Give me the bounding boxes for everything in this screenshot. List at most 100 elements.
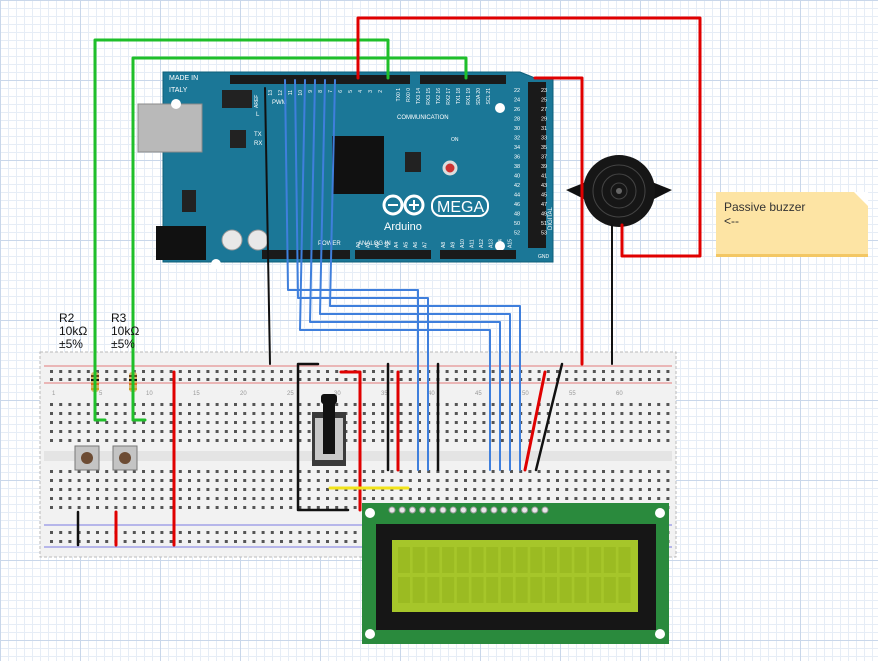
note-title: Passive buzzer [724,200,806,214]
digital-pin-label: 51 [541,221,547,227]
digital-pin-label: 46 [514,202,520,208]
lcd-cell [456,547,469,573]
digital-pin-label: 22 [514,88,520,94]
digital-pin-label: 39 [541,164,547,170]
row-number: 50 [522,391,529,397]
rx-led-label: RX [254,141,262,147]
lcd-cell [589,547,602,573]
power-header [262,250,350,259]
analog-pin-label: A7 [423,242,429,248]
gnd-label: GND [538,254,550,260]
row-number: 15 [193,391,200,397]
regulator [182,190,196,212]
comm-pin-label: TX1 18 [456,88,462,104]
communication-label: COMMUNICATION [397,115,449,121]
pwm-label: PWM [272,100,287,106]
black-wire [534,362,564,472]
blue-wire [284,79,419,471]
lcd-cell [530,577,543,603]
comm-pin-label: RX1 19 [466,88,472,105]
lcd-cell [486,577,499,603]
pwm-pin-label: 12 [278,90,284,96]
on-led-label: ON [451,137,459,143]
pwm-pin-label: 8 [318,90,324,93]
lcd-cell [545,577,557,603]
resistor-r3-label: R3 10kΩ ±5% [111,312,139,351]
digital-pin-label: 23 [541,88,547,94]
analog-pin-label: A11 [470,239,476,248]
lcd-pin [500,506,508,514]
analog-in-label: ANALOG IN [358,241,391,247]
red-wire [533,76,584,366]
row-number: 60 [616,391,623,397]
arduino-logo-icon [382,194,425,216]
analog-pin-label: A8 [441,242,447,248]
digital-pin-label: 49 [541,212,547,218]
aref-label: AREF [254,95,260,108]
lcd-pin [470,506,478,514]
resistor-name: R3 [111,311,127,325]
red-wire [356,16,702,258]
lcd-cell [618,547,631,573]
comm-pin-label: RX3 15 [426,88,432,105]
resistor-tolerance: ±5% [59,337,83,351]
analog-pin-label: A14 [498,239,504,248]
pushbutton[interactable] [74,445,100,471]
usb-port [137,103,203,153]
digital-header [528,82,546,248]
wires [76,16,702,547]
resistor-name: R2 [59,311,75,325]
l-led-label: L [256,112,260,118]
lcd-cell [471,577,484,603]
mount-hole [171,99,181,109]
lcd-pin [531,506,539,514]
reset-button[interactable] [442,160,458,176]
lcd-16x2[interactable] [362,503,669,644]
comm-pin-label: TX2 16 [436,88,442,104]
board-brand-label: Arduino [384,221,422,233]
row-number: 35 [381,391,388,397]
black-wire [264,87,271,365]
digital-pin-label: 32 [514,136,520,142]
row-number: 5 [99,391,103,397]
digital-pin-label: 43 [541,183,547,189]
lcd-cell [500,577,513,603]
potentiometer[interactable] [312,394,346,466]
analog-pin-label: A13 [489,239,495,248]
black-wire [296,362,350,512]
digital-pin-label: 42 [514,183,520,189]
analog-pin-label: A10 [460,239,466,248]
lcd-cell [427,577,440,603]
pwm-pin-label: 5 [348,90,354,93]
board-model-label: MEGA [437,199,484,216]
lcd-pin [408,506,416,514]
microcontroller-chip [332,136,384,194]
digital-pin-label: 40 [514,174,520,180]
passive-buzzer[interactable] [566,155,672,227]
lcd-cell [412,547,425,573]
pwm-pin-label: 10 [298,90,304,96]
arduino-mega-board[interactable]: MEGA Arduino MADE IN ITALY COMMUNICATION… [137,71,554,269]
pwm-header [230,75,410,84]
pwm-pin-label: 2 [378,90,384,93]
lcd-cell [412,577,425,603]
analog-pin-label: A5 [404,242,410,248]
lcd-cell [442,577,455,603]
blue-wire [294,79,429,471]
analog-pin-label: A9 [451,242,457,248]
tx-led-label: TX [254,132,262,138]
digital-pin-label: 25 [541,98,547,104]
pushbutton[interactable] [112,445,138,471]
lcd-cell [456,577,469,603]
lcd-pin [419,506,427,514]
lcd-pin [388,506,396,514]
pwm-pin-label: 9 [308,90,314,93]
buzzer-note[interactable]: Passive buzzer <-- [716,192,868,257]
lcd-cell [471,547,484,573]
pwm-pin-label: 3 [368,90,374,93]
pwm-pin-label: 11 [288,90,294,95]
comm-pin-label: TX0 1 [396,88,402,102]
digital-pin-label: 47 [541,202,547,208]
resistor-r2-label: R2 10kΩ ±5% [59,312,87,351]
